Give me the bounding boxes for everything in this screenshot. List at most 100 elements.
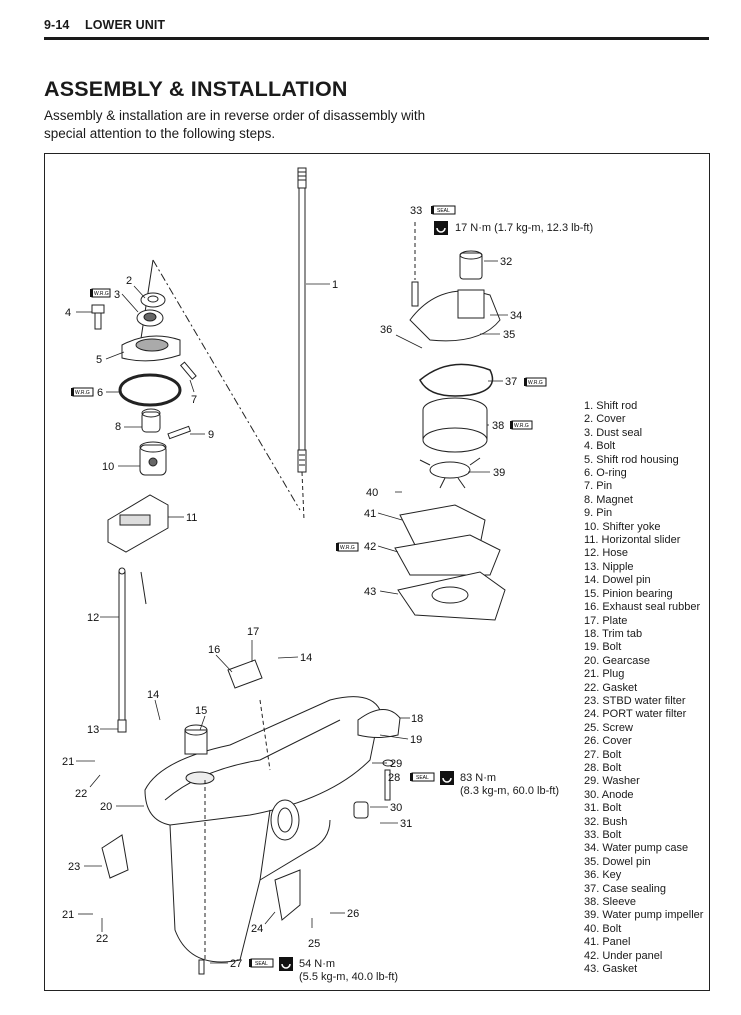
callout-33: 33 <box>410 205 422 217</box>
sleeve-drawing <box>422 397 488 453</box>
legend-item: 34. Water pump case <box>584 842 689 855</box>
callout-5: 5 <box>96 354 102 366</box>
callout-20: 20 <box>100 801 112 813</box>
running-header: 9-14 LOWER UNIT <box>44 18 165 32</box>
legend-item: 25. Screw <box>584 721 633 734</box>
intro-line: Assembly & installation are in reverse o… <box>44 108 426 123</box>
callout-2: 2 <box>126 275 132 287</box>
legend-item: 21. Plug <box>584 668 625 681</box>
callout-18: 18 <box>411 713 423 725</box>
callout-22b: 22 <box>96 933 108 945</box>
callout-8: 8 <box>115 421 121 433</box>
wrg-badge-6: W.R.G <box>71 387 94 397</box>
callout-12: 12 <box>87 612 99 624</box>
o-ring-drawing <box>118 373 182 407</box>
chapter-name: LOWER UNIT <box>85 18 166 32</box>
torque-wrench-icon <box>279 957 293 971</box>
under-panel-drawing <box>394 534 501 576</box>
callout-16: 16 <box>208 644 220 656</box>
callout-14: 14 <box>300 652 312 664</box>
legend-item: 12. Hose <box>584 547 629 560</box>
legend-item: 13. Nipple <box>584 560 634 573</box>
header-rule <box>44 37 709 40</box>
wrg-badge-38: W.R.G <box>510 420 533 430</box>
svg-text:SEAL: SEAL <box>437 208 450 214</box>
callout-25: 25 <box>308 938 320 950</box>
seal-badge-33: SEAL <box>431 205 456 215</box>
water-pump-case-drawing <box>409 289 501 342</box>
trim-tab-drawing <box>357 709 401 738</box>
torque-spec-33: 17 N·m (1.7 kg-m, 12.3 lb-ft) <box>455 222 594 234</box>
callout-23: 23 <box>68 861 80 873</box>
callout-17: 17 <box>247 626 259 638</box>
wrg-badge-37: W.R.G <box>524 377 547 387</box>
callout-3: 3 <box>114 289 120 301</box>
bolt-33-drawing <box>411 222 419 307</box>
callout-32: 32 <box>500 256 512 268</box>
callout-28: 28 <box>388 772 400 784</box>
legend-item: 28. Bolt <box>584 761 622 774</box>
impeller-drawing <box>419 457 481 489</box>
legend-item: 3. Dust seal <box>584 426 643 439</box>
legend-item: 32. Bush <box>584 815 628 828</box>
legend-item: 16. Exhaust seal rubber <box>584 601 701 614</box>
legend-item: 35. Dowel pin <box>584 855 651 868</box>
shift-rod-housing-drawing <box>121 335 181 362</box>
legend-item: 39. Water pump impeller <box>584 909 704 922</box>
legend-item: 22. Gasket <box>584 681 638 694</box>
callout-10: 10 <box>102 461 114 473</box>
legend-item: 20. Gearcase <box>584 654 651 667</box>
exploded-diagram-frame <box>44 153 710 991</box>
callout-35: 35 <box>503 329 515 341</box>
svg-text:W.R.G: W.R.G <box>340 545 355 551</box>
page-title: ASSEMBLY & INSTALLATION <box>44 77 348 101</box>
legend-item: 26. Cover <box>584 735 632 748</box>
callout-1: 1 <box>332 279 338 291</box>
svg-text:W.R.G: W.R.G <box>94 291 109 297</box>
legend-item: 33. Bolt <box>584 829 622 841</box>
svg-text:SEAL: SEAL <box>416 775 429 781</box>
section-number: 9-14 <box>44 18 70 32</box>
legend-item: 36. Key <box>584 869 622 882</box>
torque-spec-27: 54 N·m (5.5 kg-m, 40.0 lb-ft) <box>299 958 398 984</box>
legend-item: 6. O-ring <box>584 467 627 480</box>
bush-drawing <box>459 250 483 280</box>
hose-drawing <box>117 567 147 733</box>
callout-13: 13 <box>87 724 99 736</box>
legend-item: 37. Case sealing <box>584 882 666 895</box>
callout-22: 22 <box>75 788 87 800</box>
gearcase-drawing <box>144 696 381 963</box>
legend-item: 8. Magnet <box>584 493 633 506</box>
callout-36: 36 <box>380 324 392 336</box>
legend-item: 7. Pin <box>584 480 613 493</box>
legend-item: 24. PORT water filter <box>584 708 687 721</box>
legend-item: 29. Washer <box>584 775 640 788</box>
legend-item: 40. Bolt <box>584 922 622 935</box>
callout-42: 42 <box>364 541 376 553</box>
legend-item: 42. Under panel <box>584 949 663 962</box>
exhaust-seal-drawing <box>227 659 263 689</box>
callout-21b: 21 <box>62 909 74 921</box>
pin-7-drawing <box>179 361 197 380</box>
legend-item: 5. Shift rod housing <box>584 453 679 466</box>
cover-drawing <box>140 292 166 308</box>
horizontal-slider-drawing <box>107 494 169 553</box>
torque-icons <box>279 221 454 971</box>
seal-badge-28: SEAL <box>410 772 435 782</box>
intro-line: special attention to the following steps… <box>44 126 276 141</box>
magnet-drawing <box>141 408 161 433</box>
port-filter-drawing <box>274 869 301 921</box>
callout-37: 37 <box>505 376 517 388</box>
lubricant-badges: W.R.G W.R.G SEAL W.R.G W.R.G W.R.G SEAL … <box>71 205 547 968</box>
legend-item: 9. Pin <box>584 507 613 520</box>
callout-21: 21 <box>62 756 74 768</box>
torque-wrench-icon <box>434 221 448 235</box>
legend-item: 23. STBD water filter <box>584 694 686 707</box>
leader-lines <box>76 260 508 964</box>
legend-item: 15. Pinion bearing <box>584 587 673 600</box>
callout-30: 30 <box>390 802 402 814</box>
legend-item: 17. Plate <box>584 614 628 627</box>
callout-11: 11 <box>186 512 197 524</box>
pin-9-drawing <box>167 425 192 440</box>
